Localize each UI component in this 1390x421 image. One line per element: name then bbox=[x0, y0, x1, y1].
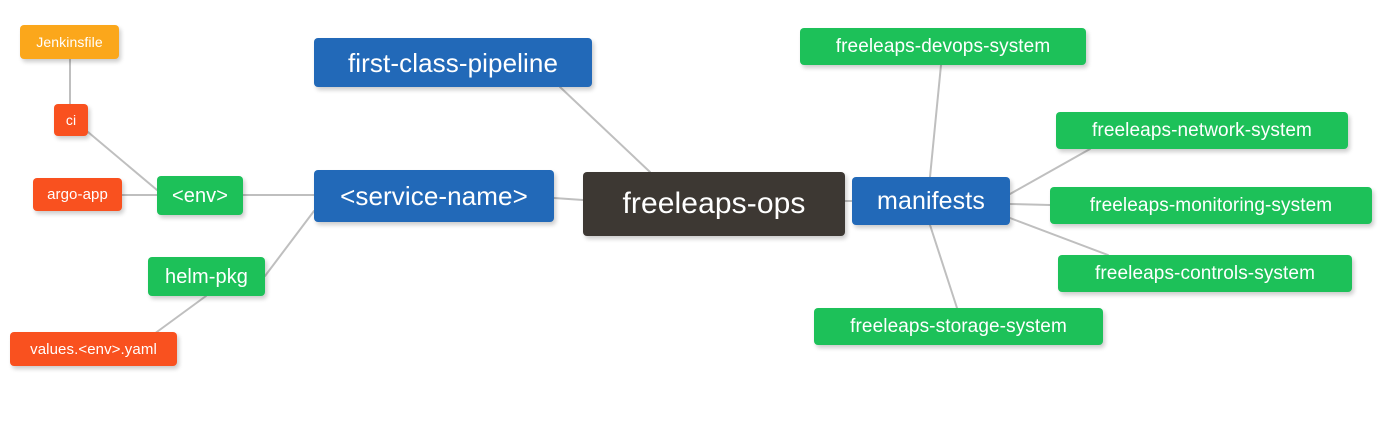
edge-service-name-to-freeleaps-ops bbox=[553, 197, 584, 201]
node-label-manifests: manifests bbox=[877, 186, 985, 215]
node-freeleaps-devops-system[interactable]: freeleaps-devops-system bbox=[800, 28, 1086, 65]
node-label-helm-pkg: helm-pkg bbox=[164, 265, 249, 288]
node-label-freeleaps-ops: freeleaps-ops bbox=[622, 187, 806, 220]
node-label-ci: ci bbox=[65, 112, 77, 128]
node-jenkinsfile[interactable]: Jenkinsfile bbox=[20, 25, 119, 59]
node-values-env-yaml[interactable]: values.<env>.yaml bbox=[10, 332, 177, 366]
node-freeleaps-network-system[interactable]: freeleaps-network-system bbox=[1056, 112, 1348, 149]
node-freeleaps-controls-system[interactable]: freeleaps-controls-system bbox=[1058, 255, 1352, 292]
edge-helm-pkg-to-values-env-yaml bbox=[149, 295, 207, 338]
node-label-argo-app: argo-app bbox=[47, 186, 108, 203]
node-label-env: <env> bbox=[171, 184, 229, 207]
node-helm-pkg[interactable]: helm-pkg bbox=[148, 257, 265, 296]
node-label-freeleaps-devops-system: freeleaps-devops-system bbox=[835, 36, 1051, 57]
node-label-freeleaps-controls-system: freeleaps-controls-system bbox=[1094, 263, 1316, 284]
node-label-freeleaps-monitoring-system: freeleaps-monitoring-system bbox=[1089, 195, 1333, 216]
node-freeleaps-monitoring-system[interactable]: freeleaps-monitoring-system bbox=[1050, 187, 1372, 224]
node-label-service-name: <service-name> bbox=[340, 181, 528, 211]
node-argo-app[interactable]: argo-app bbox=[33, 178, 122, 211]
node-freeleaps-storage-system[interactable]: freeleaps-storage-system bbox=[814, 308, 1103, 345]
edge-service-name-to-helm-pkg bbox=[264, 210, 315, 277]
node-env[interactable]: <env> bbox=[157, 176, 243, 215]
edge-manifests-to-freeleaps-devops-system bbox=[929, 64, 942, 178]
edge-manifests-to-freeleaps-monitoring-system bbox=[1009, 203, 1051, 206]
node-service-name[interactable]: <service-name> bbox=[314, 170, 554, 222]
node-label-values-env-yaml: values.<env>.yaml bbox=[30, 340, 157, 358]
node-label-first-class-pipeline: first-class-pipeline bbox=[347, 47, 559, 78]
node-label-freeleaps-storage-system: freeleaps-storage-system bbox=[850, 316, 1067, 337]
node-label-freeleaps-network-system: freeleaps-network-system bbox=[1092, 120, 1312, 141]
edge-first-class-pipeline-to-freeleaps-ops bbox=[559, 86, 651, 173]
node-label-jenkinsfile: Jenkinsfile bbox=[36, 34, 103, 50]
node-manifests[interactable]: manifests bbox=[852, 177, 1010, 225]
node-first-class-pipeline[interactable]: first-class-pipeline bbox=[314, 38, 592, 87]
node-ci[interactable]: ci bbox=[54, 104, 88, 136]
node-freeleaps-ops[interactable]: freeleaps-ops bbox=[583, 172, 845, 236]
edge-manifests-to-freeleaps-storage-system bbox=[929, 224, 958, 309]
